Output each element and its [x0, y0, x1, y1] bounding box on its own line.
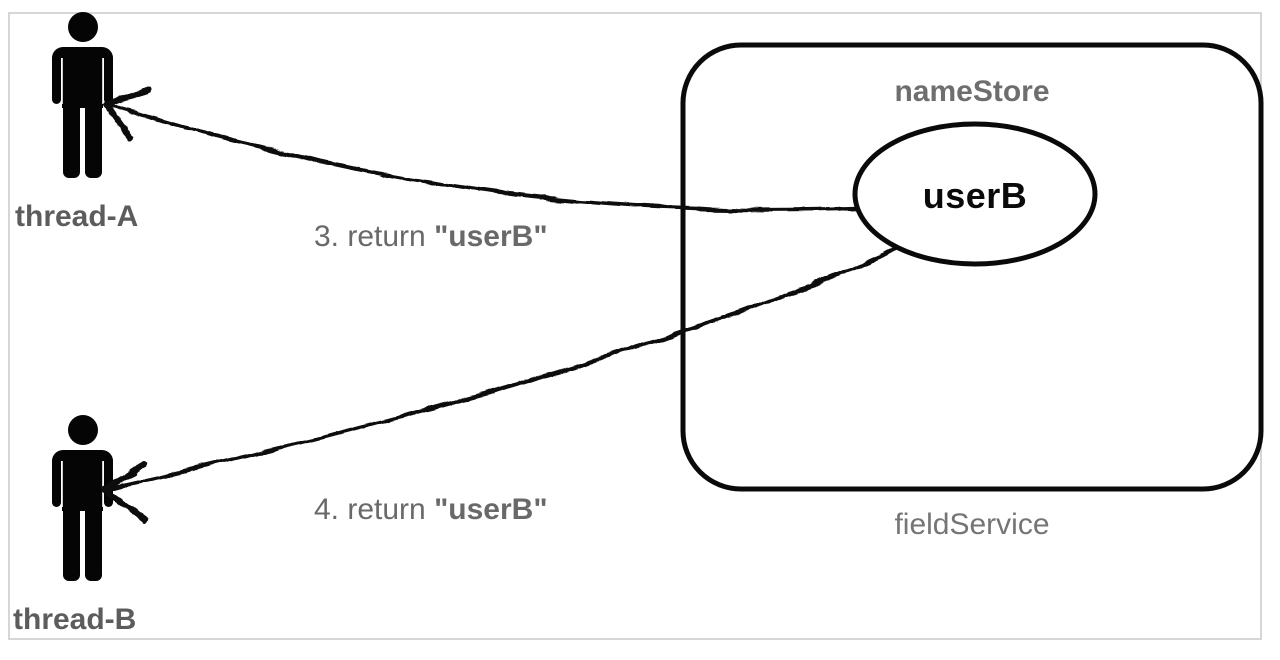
return-arrow-4 — [101, 243, 907, 522]
thread-b-person-icon — [52, 415, 113, 581]
return-arrow-3 — [104, 87, 868, 212]
fieldservice-caption: fieldService — [894, 508, 1050, 541]
return-message-3-value: "userB" — [434, 220, 548, 253]
userb-node — [852, 121, 1098, 267]
namestore-box — [680, 42, 1264, 492]
thread-b-label: thread-B — [13, 603, 137, 636]
arrowhead-4-icon — [101, 462, 148, 522]
return-message-3-prefix: 3. return — [314, 220, 435, 253]
thread-a-person-icon — [52, 12, 113, 178]
arrowhead-3-icon — [104, 87, 152, 141]
return-message-4-value: "userB" — [434, 493, 548, 526]
thread-a-label: thread-A — [15, 200, 139, 233]
return-message-4-prefix: 4. return — [314, 493, 435, 526]
return-message-4-label: 4. return "userB" — [314, 494, 548, 526]
return-message-3-label: 3. return "userB" — [314, 221, 548, 253]
namestore-title: nameStore — [894, 75, 1050, 108]
userb-node-label: userB — [922, 175, 1028, 216]
